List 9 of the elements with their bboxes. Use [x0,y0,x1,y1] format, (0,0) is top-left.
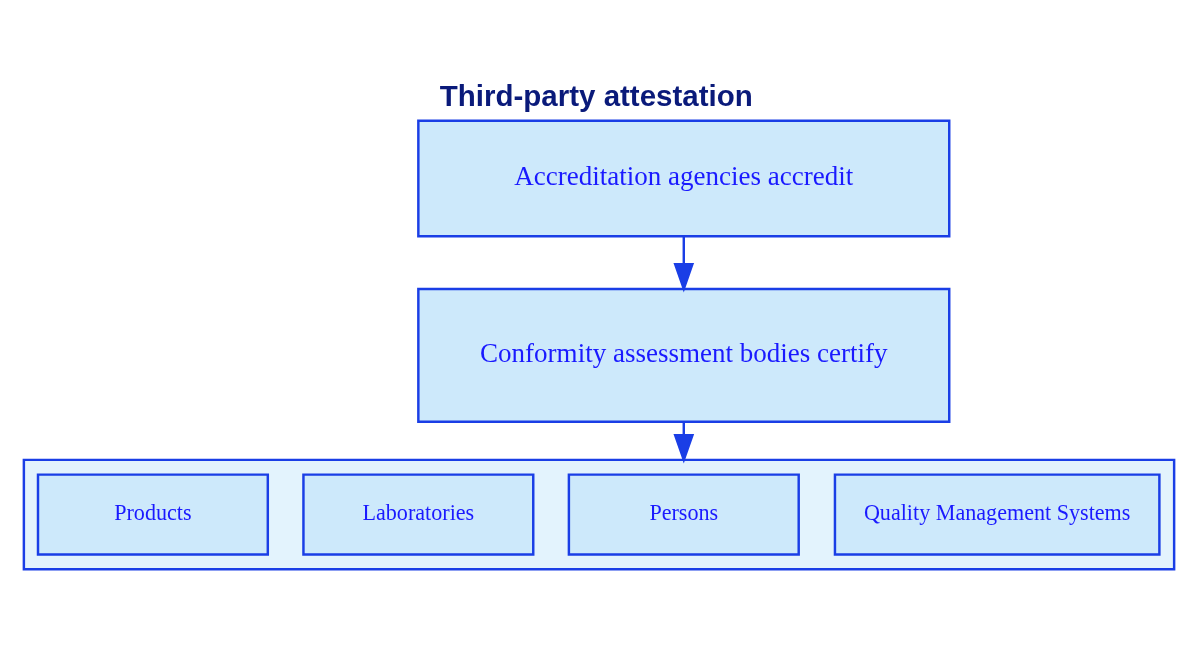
arrow [673,235,695,292]
node-box: Laboratories [302,472,535,556]
node-box: Quality Management Systems [833,472,1161,556]
diagram-title: Third-party attestation [439,78,753,112]
node-box: Products [36,472,270,556]
node-box: Conformity assessment bodies certify [417,287,951,423]
cluster [22,458,1176,570]
node-box: Accreditation agencies accredit [417,118,951,237]
node-box: Persons [567,472,800,556]
